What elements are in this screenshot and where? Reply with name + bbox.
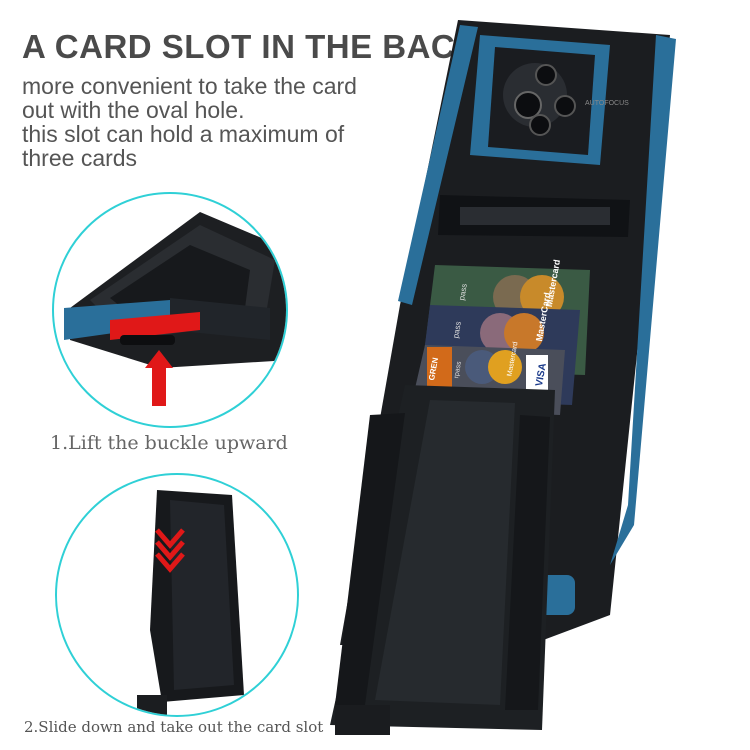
lift-arrow-icon xyxy=(145,350,173,406)
card-brand: rpass xyxy=(453,360,463,379)
step2-caption: 2.Slide down and take out the card slot xyxy=(24,718,324,736)
detail-circle-lift xyxy=(52,192,288,428)
step1-caption: 1.Lift the buckle upward xyxy=(50,432,288,454)
camera-lenses xyxy=(503,63,576,136)
phone-case: AUTOFOCUS Mastercard pass MasterCard pas… xyxy=(330,20,676,735)
description-line: out with the oval hole. xyxy=(22,97,245,123)
card-brand: pass xyxy=(451,321,463,339)
card-brand: VISA xyxy=(534,362,549,387)
description-line: more convenient to take the card xyxy=(22,73,357,99)
detail-circle-slide xyxy=(55,473,299,717)
description-line: this slot can hold a maximum of xyxy=(22,121,345,147)
card-brand: GREN xyxy=(427,357,440,382)
card-stack: Mastercard pass MasterCard pass VISA Mas… xyxy=(410,259,590,415)
description: more convenient to take the card out wit… xyxy=(22,74,422,170)
card-brand: pass xyxy=(457,283,469,301)
chevron-down-icon xyxy=(155,528,185,573)
headline: A CARD SLOT IN THE BACK xyxy=(22,28,480,65)
camera-label: AUTOFOCUS xyxy=(585,100,629,107)
description-line: three cards xyxy=(22,145,138,171)
